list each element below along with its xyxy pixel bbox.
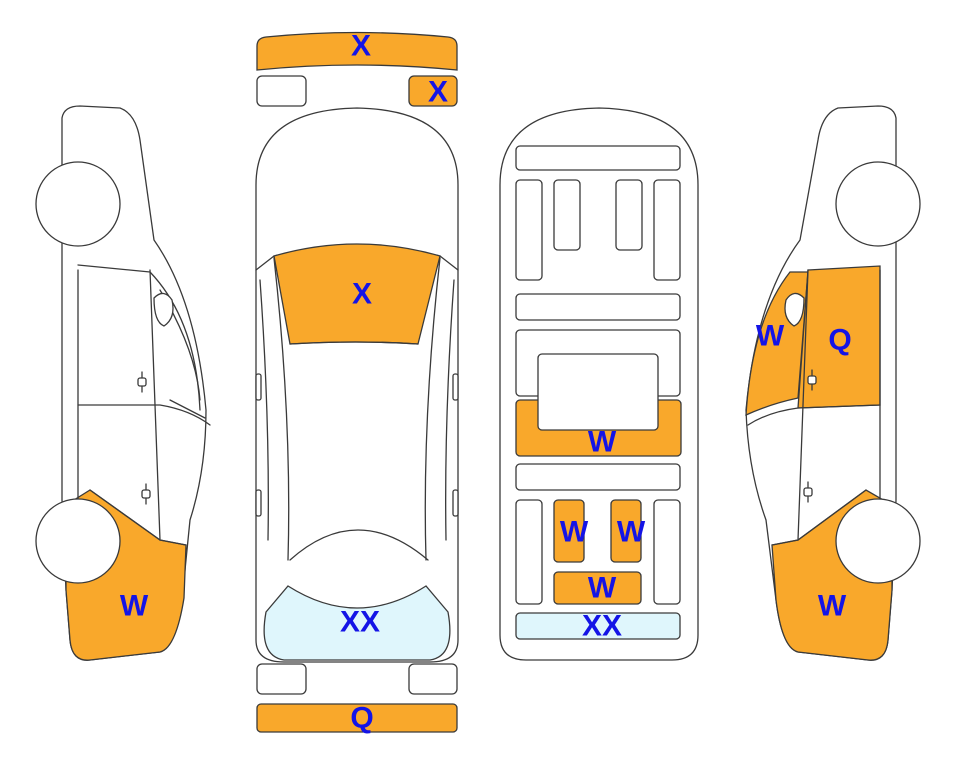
rear-windshield-panel[interactable] (263, 585, 451, 661)
top-view-left-pillar (259, 257, 290, 561)
right-front-door-label: Q (828, 324, 851, 357)
rear-panel[interactable] (515, 612, 681, 640)
front-right-light-damage[interactable] (408, 75, 458, 107)
hood-label: X (352, 278, 372, 311)
front-left-light[interactable] (256, 75, 307, 107)
left-side-view: W (35, 105, 211, 661)
left-front-door-handle[interactable] (137, 371, 147, 393)
right-side-door-split (747, 404, 881, 426)
center-floor-pan[interactable] (537, 353, 659, 431)
top-view-a-pillars (255, 255, 459, 271)
top-left-handle-stub (255, 489, 262, 517)
left-mirror[interactable] (153, 292, 174, 327)
rear-bumper-damage[interactable] (256, 703, 458, 733)
top-view: X X X XX Q (255, 30, 459, 735)
left-rear-door-handle[interactable] (141, 483, 151, 505)
right-side-lower-line (771, 489, 867, 546)
rear-left-rail-label: W (560, 516, 589, 549)
top-right-handle-stub (452, 489, 459, 517)
front-left-inner-rail[interactable] (553, 179, 581, 251)
front-right-outer-rail[interactable] (653, 179, 681, 281)
rear-floor-crossmember[interactable] (515, 463, 681, 491)
top-view-body-outline (255, 107, 459, 663)
rear-right-rail-damage[interactable] (610, 499, 642, 563)
rear-left-rail-damage[interactable] (553, 499, 585, 563)
rear-crossmember-label: W (588, 572, 617, 605)
right-rear-door-handle[interactable] (803, 481, 813, 503)
rear-panel-label: XX (582, 610, 622, 643)
right-side-view: W Q W (745, 105, 921, 661)
left-rear-wheel[interactable] (35, 498, 121, 584)
rear-left-light[interactable] (256, 663, 307, 695)
right-rear-wheel[interactable] (835, 498, 921, 584)
right-front-door-handle[interactable] (807, 369, 817, 391)
top-right-mirror-stub (452, 373, 459, 401)
rear-left-outer-rail[interactable] (515, 499, 543, 605)
front-bumper-label: X (351, 30, 371, 63)
rear-right-rail-label: W (617, 516, 646, 549)
right-front-fender-label: W (756, 320, 785, 353)
front-floor-crossmember[interactable] (515, 293, 681, 321)
rear-right-light[interactable] (408, 663, 458, 695)
front-left-outer-rail[interactable] (515, 179, 543, 281)
top-view-right-pillar (424, 257, 455, 561)
left-rear-quarter-label: W (120, 590, 149, 623)
right-rear-quarter-label: W (818, 590, 847, 623)
rear-crossmember-damage[interactable] (553, 571, 642, 605)
front-bumper-damage[interactable] (256, 31, 458, 71)
front-right-inner-rail[interactable] (615, 179, 643, 251)
left-side-door-split (77, 404, 211, 426)
left-front-wheel[interactable] (35, 161, 121, 247)
right-side-belt-line (797, 269, 881, 541)
front-crossmember[interactable] (515, 145, 681, 171)
roof-front-edge (289, 341, 419, 345)
rear-bumper-label: Q (350, 702, 373, 735)
rear-windshield-label: XX (340, 606, 380, 639)
right-front-wheel[interactable] (835, 161, 921, 247)
left-side-lower-line (89, 489, 187, 546)
underbody-view: W W W W XX (499, 107, 699, 661)
rear-right-outer-rail[interactable] (653, 499, 681, 605)
roof-rear-edge (289, 529, 429, 561)
top-left-mirror-stub (255, 373, 262, 401)
floor-crossmember-label: W (588, 426, 617, 459)
right-mirror[interactable] (784, 292, 805, 327)
front-right-light-label: X (428, 76, 448, 109)
